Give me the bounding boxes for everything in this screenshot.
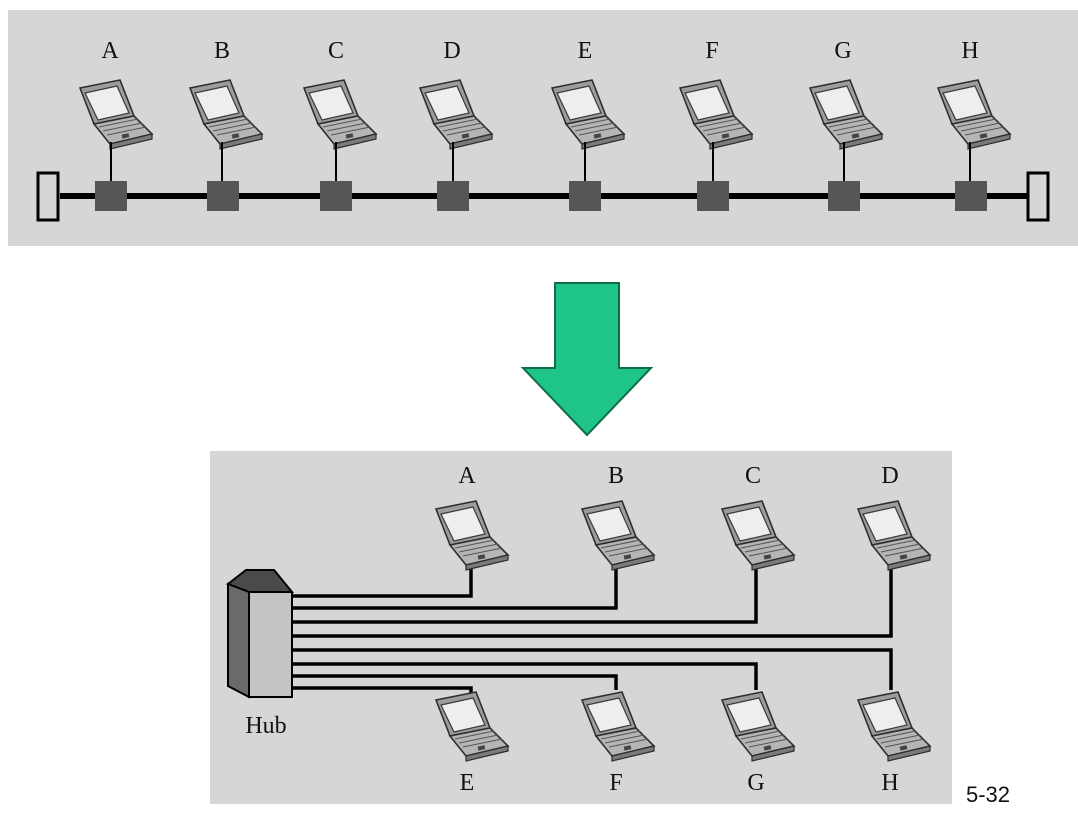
cable-e bbox=[292, 686, 473, 694]
tap-connector bbox=[207, 181, 239, 211]
bus-terminator-right bbox=[1026, 171, 1050, 222]
star-station-label: C bbox=[745, 463, 761, 489]
bus-terminator-left bbox=[36, 171, 60, 222]
star-station-label: G bbox=[747, 770, 764, 796]
bus-station-label: G bbox=[834, 38, 851, 64]
bus-station-label: F bbox=[705, 38, 718, 64]
bus-station-label: E bbox=[578, 38, 593, 64]
tap-connector bbox=[95, 181, 127, 211]
tap-connector bbox=[569, 181, 601, 211]
star-station-label: E bbox=[460, 770, 475, 796]
page-number: 5-32 bbox=[966, 782, 1011, 807]
bus-station-label: A bbox=[101, 38, 119, 64]
star-panel bbox=[210, 451, 952, 804]
tap-connector bbox=[437, 181, 469, 211]
bus-station-label: D bbox=[443, 38, 460, 64]
cable-d bbox=[292, 556, 893, 638]
cable-h bbox=[292, 648, 893, 690]
star-station-label: H bbox=[881, 770, 898, 796]
cable-c bbox=[292, 556, 758, 624]
star-station-label: D bbox=[881, 463, 898, 489]
cable-f bbox=[292, 674, 618, 690]
tap-connector bbox=[697, 181, 729, 211]
tap-connector bbox=[955, 181, 987, 211]
hub-box-icon bbox=[225, 569, 295, 699]
tap-connector bbox=[320, 181, 352, 211]
bus-station-label: B bbox=[214, 38, 230, 64]
cable-b bbox=[292, 556, 618, 610]
tap-connector bbox=[828, 181, 860, 211]
bus-panel bbox=[8, 10, 1078, 246]
star-station-label: A bbox=[458, 463, 476, 489]
hub-label: Hub bbox=[245, 713, 286, 739]
cable-g bbox=[292, 662, 758, 690]
star-station-label: B bbox=[608, 463, 624, 489]
bus-station-label: H bbox=[961, 38, 978, 64]
down-arrow-icon bbox=[520, 282, 654, 437]
star-station-label: F bbox=[609, 770, 622, 796]
bus-station-label: C bbox=[328, 38, 344, 64]
